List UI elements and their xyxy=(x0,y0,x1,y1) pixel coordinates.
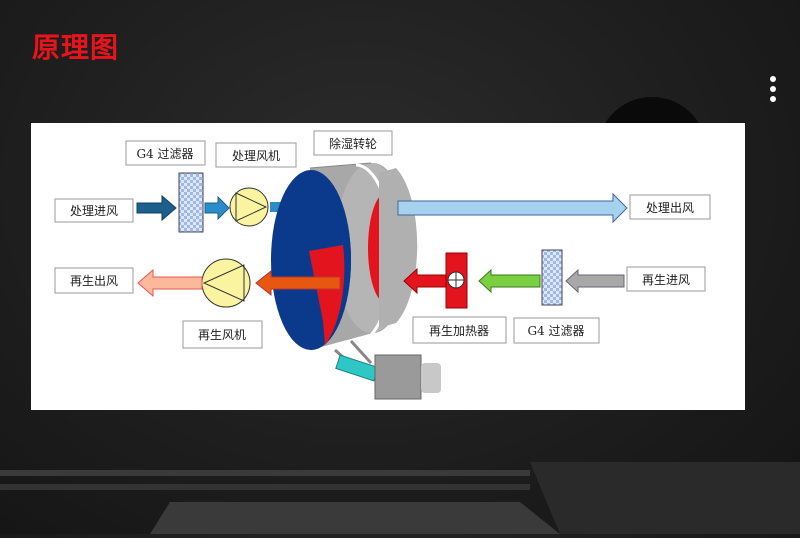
process-arrow-2 xyxy=(204,195,230,221)
label-regen-outlet: 再生出风 xyxy=(70,274,118,288)
page-title: 原理图 xyxy=(32,31,120,64)
label-g4-filter-bottom: G4 过滤器 xyxy=(527,324,584,338)
label-process-outlet: 处理出风 xyxy=(646,201,694,215)
process-outlet-arrow xyxy=(397,192,628,224)
process-fan-icon xyxy=(229,187,269,227)
principle-diagram: 处理进风 G4 过滤器 处理风机 除湿转轮 处理出风 再生出风 再生风机 再生加… xyxy=(31,123,745,410)
regen-arrow-green xyxy=(478,268,541,294)
label-regen-inlet: 再生进风 xyxy=(642,273,690,287)
label-process-fan: 处理风机 xyxy=(232,149,280,163)
label-process-inlet: 处理进风 xyxy=(70,204,118,218)
label-desiccant-wheel: 除湿转轮 xyxy=(329,136,377,151)
label-g4-filter-top: G4 过滤器 xyxy=(136,147,193,161)
label-regen-heater: 再生加热器 xyxy=(429,324,489,338)
g4-filter-top xyxy=(178,172,204,233)
regen-arrow-orange xyxy=(255,269,341,297)
regen-outlet-arrow xyxy=(137,268,203,298)
process-inlet-arrow xyxy=(136,194,177,222)
regen-inlet-arrow xyxy=(565,268,625,294)
more-vertical-icon[interactable] xyxy=(766,76,780,108)
label-boxes xyxy=(54,130,711,349)
label-regen-fan: 再生风机 xyxy=(198,328,246,342)
g4-filter-bottom xyxy=(541,249,563,306)
desiccant-wheel-icon xyxy=(271,162,441,400)
regen-arrow-red xyxy=(403,267,447,295)
regen-fan-icon xyxy=(201,258,251,308)
regen-heater-icon xyxy=(445,252,468,309)
stage-decoration xyxy=(0,462,800,534)
